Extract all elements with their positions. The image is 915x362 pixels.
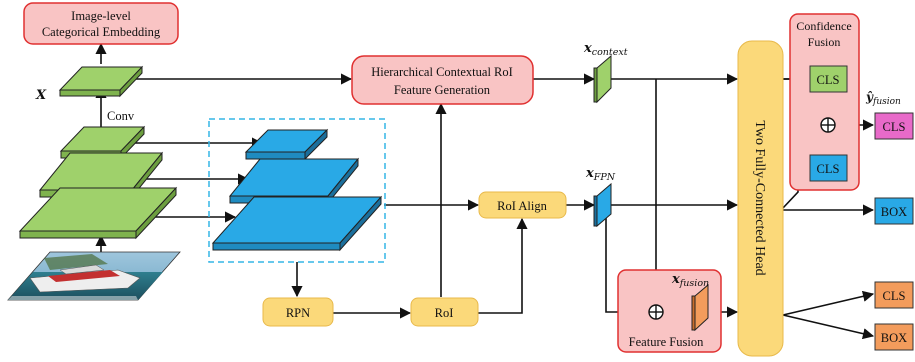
node-rpn: RPN xyxy=(262,297,334,327)
x-fpn-feature: xFPN xyxy=(585,166,616,228)
x-fusion-feature xyxy=(691,283,709,332)
x-fpn-label: xFPN xyxy=(585,166,616,183)
x-fusion-label: xfusion xyxy=(671,272,709,289)
x-context-label: xcontext xyxy=(583,41,628,58)
edge-head-to-box2 xyxy=(782,314,875,340)
fc-head-label: Two Fully-Connected Head xyxy=(752,120,767,275)
blue-feature-pyramid xyxy=(211,128,383,252)
roi-align-label: RoI Align xyxy=(497,199,547,213)
confidence-fusion-line1: Confidence xyxy=(796,19,851,33)
conv-label: Conv xyxy=(107,109,135,123)
x-context-feature: xcontext xyxy=(583,41,628,104)
blue-level-2 xyxy=(228,157,360,205)
output-cls-2-label: CLS xyxy=(883,289,906,303)
blue-level-3 xyxy=(244,128,329,161)
node-hierarchical-contextual-roi: Hierarchical Contextual RoI Feature Gene… xyxy=(351,55,534,105)
node-roi: RoI xyxy=(410,297,479,327)
image-embedding-line2: Categorical Embedding xyxy=(42,25,161,39)
output-cls-fusion: CLS xyxy=(874,112,914,140)
node-confidence-fusion: Confidence Fusion CLS CLS xyxy=(789,13,860,191)
cls-top-label: CLS xyxy=(817,73,840,87)
feature-fusion-label: Feature Fusion xyxy=(629,335,704,349)
output-cls-fusion-label: CLS xyxy=(883,120,906,134)
cls-mid-label: CLS xyxy=(817,162,840,176)
x-feature-slab: X Conv xyxy=(35,65,144,123)
output-box-1-label: BOX xyxy=(881,205,907,219)
confidence-fusion-line2: Fusion xyxy=(808,35,841,49)
output-box-2-label: BOX xyxy=(881,331,907,345)
cls-mid-box: CLS xyxy=(809,154,848,182)
confidence-plus-icon xyxy=(820,117,836,133)
node-roi-align: RoI Align xyxy=(478,191,567,219)
rpn-label: RPN xyxy=(286,306,310,320)
output-box-1: BOX xyxy=(874,197,914,225)
node-image-embedding: Image-level Categorical Embedding xyxy=(23,2,179,45)
input-image xyxy=(7,251,181,301)
node-feature-fusion: Feature Fusion xfusion xyxy=(617,269,722,353)
edge-head-to-cls2 xyxy=(782,290,875,316)
blue-level-1 xyxy=(211,195,383,252)
edge-roi-to-roialign xyxy=(478,217,528,314)
roi-label: RoI xyxy=(435,306,454,320)
hcrfg-line2: Feature Generation xyxy=(394,83,491,97)
output-box-2: BOX xyxy=(874,323,914,351)
image-embedding-line1: Image-level xyxy=(71,9,131,23)
y-fusion-label: ŷfusion xyxy=(865,90,901,107)
cls-top-box: CLS xyxy=(809,65,848,93)
green-level-1 xyxy=(18,186,178,240)
feature-plus-icon xyxy=(648,304,664,320)
hcrfg-line1: Hierarchical Contextual RoI xyxy=(371,65,513,79)
output-cls-2: CLS xyxy=(874,281,914,309)
green-feature-pyramid xyxy=(18,125,178,240)
node-fc-head: Two Fully-Connected Head xyxy=(737,40,784,357)
x-input-label: X xyxy=(35,88,47,103)
